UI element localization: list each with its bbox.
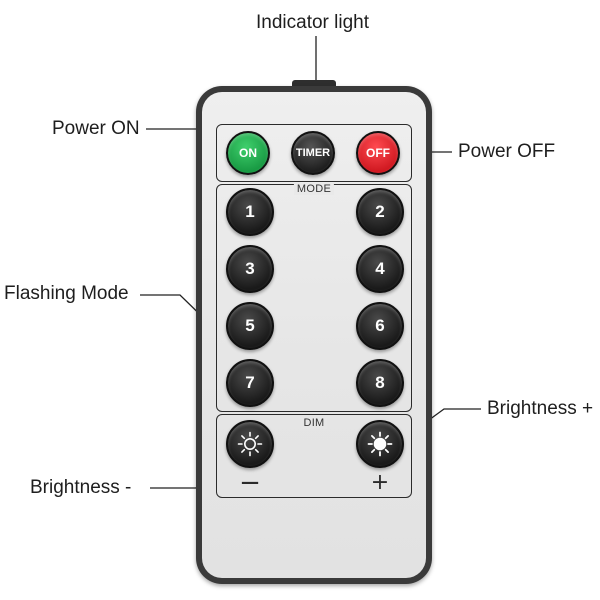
mode-button-8[interactable]: 8: [356, 359, 404, 407]
flashing-mode-label: Flashing Mode: [4, 283, 129, 304]
indicator-light: [292, 80, 336, 88]
brightness-down-button[interactable]: [226, 420, 274, 468]
mode-button-5[interactable]: 5: [226, 302, 274, 350]
brightness-up-button[interactable]: [356, 420, 404, 468]
minus-sign: −: [239, 468, 261, 498]
brightness-minus-label: Brightness -: [30, 477, 132, 498]
timer-button[interactable]: TIMER: [291, 131, 335, 175]
mode-button-4[interactable]: 4: [356, 245, 404, 293]
mode-button-1[interactable]: 1: [226, 188, 274, 236]
mode-button-6[interactable]: 6: [356, 302, 404, 350]
mode-button-2[interactable]: 2: [356, 188, 404, 236]
power-button-group: [216, 124, 412, 182]
dim-sun-icon: [237, 431, 263, 457]
mode-label: MODE: [293, 183, 335, 195]
brightness-plus-label: Brightness +: [487, 398, 594, 419]
mode-button-3[interactable]: 3: [226, 245, 274, 293]
mode-button-7[interactable]: 7: [226, 359, 274, 407]
power-off-label: Power OFF: [458, 141, 556, 162]
dim-label: DIM: [300, 417, 328, 429]
on-button[interactable]: ON: [226, 131, 270, 175]
bright-sun-icon: [367, 431, 393, 457]
plus-sign: +: [370, 470, 390, 495]
power-on-label: Power ON: [52, 118, 140, 139]
indicator-light-label: Indicator light: [256, 12, 370, 33]
dim-button-group: [216, 414, 412, 498]
off-button[interactable]: OFF: [356, 131, 400, 175]
